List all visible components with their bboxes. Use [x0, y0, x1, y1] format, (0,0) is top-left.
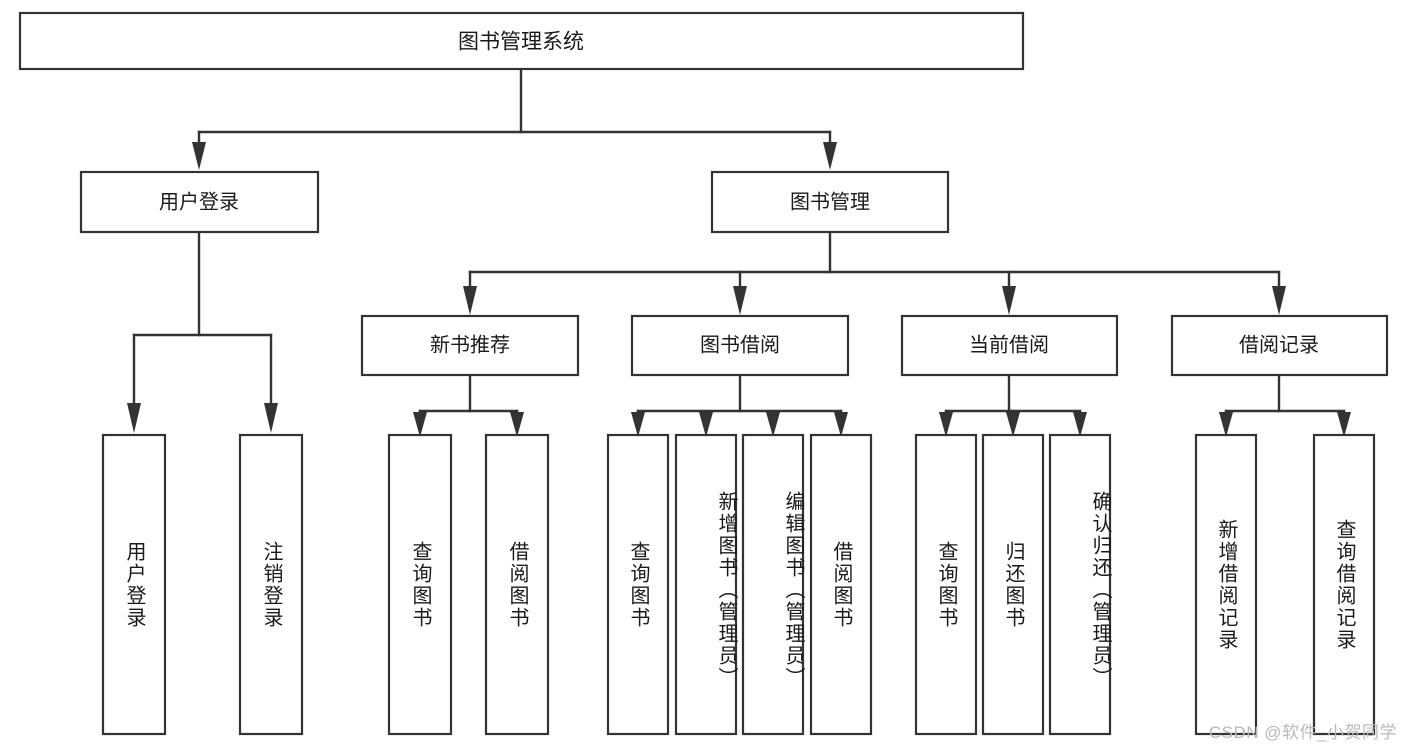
leaf-book-borrow-3-box[interactable]	[741, 433, 805, 736]
leaf-borrow-record-2-box[interactable]	[1312, 433, 1376, 736]
arrow-borrow-record-leaf-1	[1219, 412, 1233, 437]
node-root-box[interactable]	[18, 11, 1025, 71]
leaf-current-borrow-3-box[interactable]	[1048, 433, 1112, 736]
node-root-label: 图书管理系统	[458, 31, 584, 54]
arrow-root-to-user-login	[192, 142, 206, 170]
leaf-book-borrow-2-box[interactable]	[674, 433, 738, 736]
node-user-login-box[interactable]	[79, 170, 320, 234]
node-current-borrow-label: 当前借阅	[969, 333, 1049, 356]
node-new-book-recommend-label: 新书推荐	[430, 333, 510, 356]
leaf-current-borrow-1-box[interactable]	[914, 433, 978, 736]
arrow-borrow-record-leaf-2	[1337, 412, 1351, 437]
arrow-book-borrow-leaf-1	[631, 412, 645, 437]
arrow-book-mgmt-child-4	[1272, 286, 1286, 315]
leaf-new-book-1-box[interactable]	[387, 433, 453, 736]
arrow-current-borrow-leaf-3	[1073, 412, 1087, 437]
leaf-user-login-1-box[interactable]	[101, 433, 167, 736]
arrow-book-mgmt-child-3	[1002, 286, 1016, 315]
csdn-watermark: CSDN @软件_小贺同学	[1208, 723, 1397, 742]
node-new-book-recommend-box[interactable]	[360, 314, 580, 377]
leaf-new-book-2-box[interactable]	[484, 433, 550, 736]
node-current-borrow-box[interactable]	[900, 314, 1119, 377]
arrow-book-borrow-leaf-3	[766, 412, 780, 437]
arrow-book-mgmt-child-2	[733, 286, 747, 315]
node-borrow-record-label: 借阅记录	[1239, 333, 1319, 356]
leaf-book-borrow-1-box[interactable]	[606, 433, 670, 736]
leaf-borrow-record-1-box[interactable]	[1194, 433, 1258, 736]
nodes-group: 图书管理系统 用户登录 图书管理 新书推荐 图书借阅 当前借阅 借阅记录	[18, 11, 1389, 736]
arrow-new-book-leaf-1	[413, 412, 427, 437]
node-book-mgmt-box[interactable]	[710, 170, 950, 234]
arrow-book-borrow-leaf-4	[834, 412, 848, 437]
arrow-current-borrow-leaf-2	[1006, 412, 1020, 437]
leaf-current-borrow-2-box[interactable]	[981, 433, 1045, 736]
arrow-book-mgmt-child-1	[463, 286, 477, 315]
node-borrow-record-box[interactable]	[1170, 314, 1389, 377]
node-user-login-label: 用户登录	[159, 190, 239, 213]
connectors-group	[127, 67, 1351, 437]
arrow-new-book-leaf-2	[510, 412, 524, 437]
arrow-current-borrow-leaf-1	[939, 412, 953, 437]
leaf-user-login-2-box[interactable]	[238, 433, 304, 736]
node-book-borrow-box[interactable]	[630, 314, 850, 377]
arrow-user-login-leaf-2	[264, 403, 278, 433]
leaf-book-borrow-4-box[interactable]	[809, 433, 873, 736]
arrow-book-borrow-leaf-2	[699, 412, 713, 437]
arrow-user-login-leaf-1	[127, 403, 141, 433]
node-book-mgmt-label: 图书管理	[790, 190, 870, 213]
arrow-root-to-book-mgmt	[823, 142, 837, 170]
node-book-borrow-label: 图书借阅	[700, 333, 780, 356]
